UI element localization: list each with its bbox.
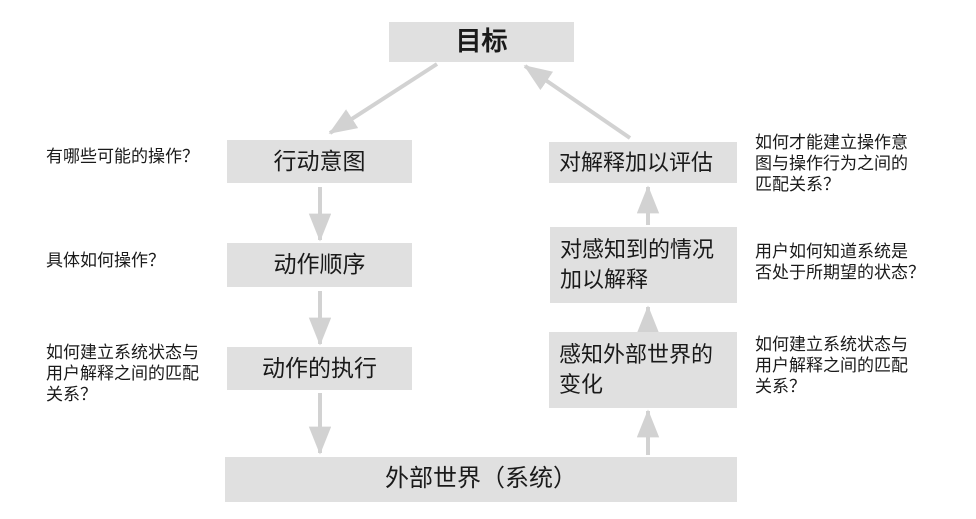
node-execution-label: 动作的执行 (262, 354, 377, 381)
node-execution: 动作的执行 (227, 347, 412, 390)
note-desired-state: 用户如何知道系统是 否处于所期望的状态？ (755, 242, 925, 282)
arrow-goal-to-intention (328, 62, 439, 135)
node-intention-label: 行动意图 (273, 147, 366, 174)
node-perceive: 感知外部世界的 变化 (549, 332, 737, 408)
note-how-to-operate: 具体如何操作？ (46, 251, 165, 270)
node-goal: 目标 (389, 22, 574, 62)
note-left-state-interpretation-match: 如何建立系统状态与 用户解释之间的匹配 关系？ (46, 343, 199, 404)
note-possible-operations: 有哪些可能的操作？ (46, 147, 199, 166)
note-intention-behavior-match: 如何才能建立操作意 图与操作行为之间的 匹配关系？ (755, 133, 908, 194)
node-interpret-label: 对感知到的情况 加以解释 (560, 237, 715, 292)
node-sequence-label: 动作顺序 (273, 251, 366, 278)
note-right-state-interpretation-match: 如何建立系统状态与 用户解释之间的匹配 关系？ (755, 335, 908, 396)
node-evaluate: 对解释加以评估 (549, 142, 737, 183)
node-perceive-label: 感知外部世界的 变化 (559, 342, 714, 397)
node-intention: 行动意图 (227, 140, 412, 183)
arrow-evaluate-to-goal (523, 64, 632, 140)
node-evaluate-label: 对解释加以评估 (559, 149, 714, 175)
node-world: 外部世界（系统） (225, 457, 737, 502)
node-interpret: 对感知到的情况 加以解释 (550, 227, 737, 303)
node-sequence: 动作顺序 (227, 243, 412, 287)
node-goal-label: 目标 (455, 26, 508, 57)
node-world-label: 外部世界（系统） (385, 465, 577, 493)
